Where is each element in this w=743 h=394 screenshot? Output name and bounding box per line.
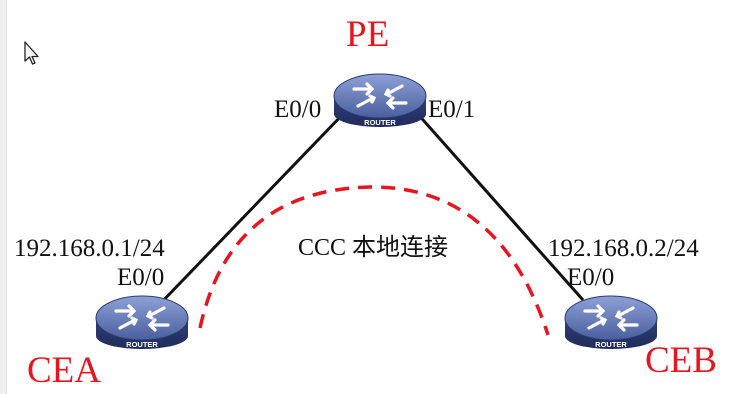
router-icon: ROUTER xyxy=(564,295,658,349)
pe-interface-left: E0/0 xyxy=(274,96,322,123)
link-pe-cea xyxy=(155,110,347,309)
router-badge: ROUTER xyxy=(364,118,396,127)
node-label-ceb: CEB xyxy=(645,340,717,381)
mouse-cursor-icon xyxy=(24,41,39,65)
cea-interface: E0/0 xyxy=(117,264,165,291)
ceb-ip-address: 192.168.0.2/24 xyxy=(548,235,699,262)
node-label-cea: CEA xyxy=(27,350,101,391)
window-edge xyxy=(0,0,7,394)
ceb-interface: E0/0 xyxy=(567,264,615,291)
router-icon: ROUTER xyxy=(333,73,427,127)
router-badge: ROUTER xyxy=(126,340,158,349)
node-label-pe: PE xyxy=(346,14,390,55)
cea-ip-address: 192.168.0.1/24 xyxy=(14,235,165,262)
link-pe-ceb xyxy=(414,111,585,301)
ccc-connection-path xyxy=(198,185,550,336)
router-badge: ROUTER xyxy=(595,340,627,349)
ccc-connection-label: CCC 本地连接 xyxy=(298,235,449,261)
pe-interface-right: E0/1 xyxy=(428,96,476,123)
router-icon: ROUTER xyxy=(95,295,189,349)
